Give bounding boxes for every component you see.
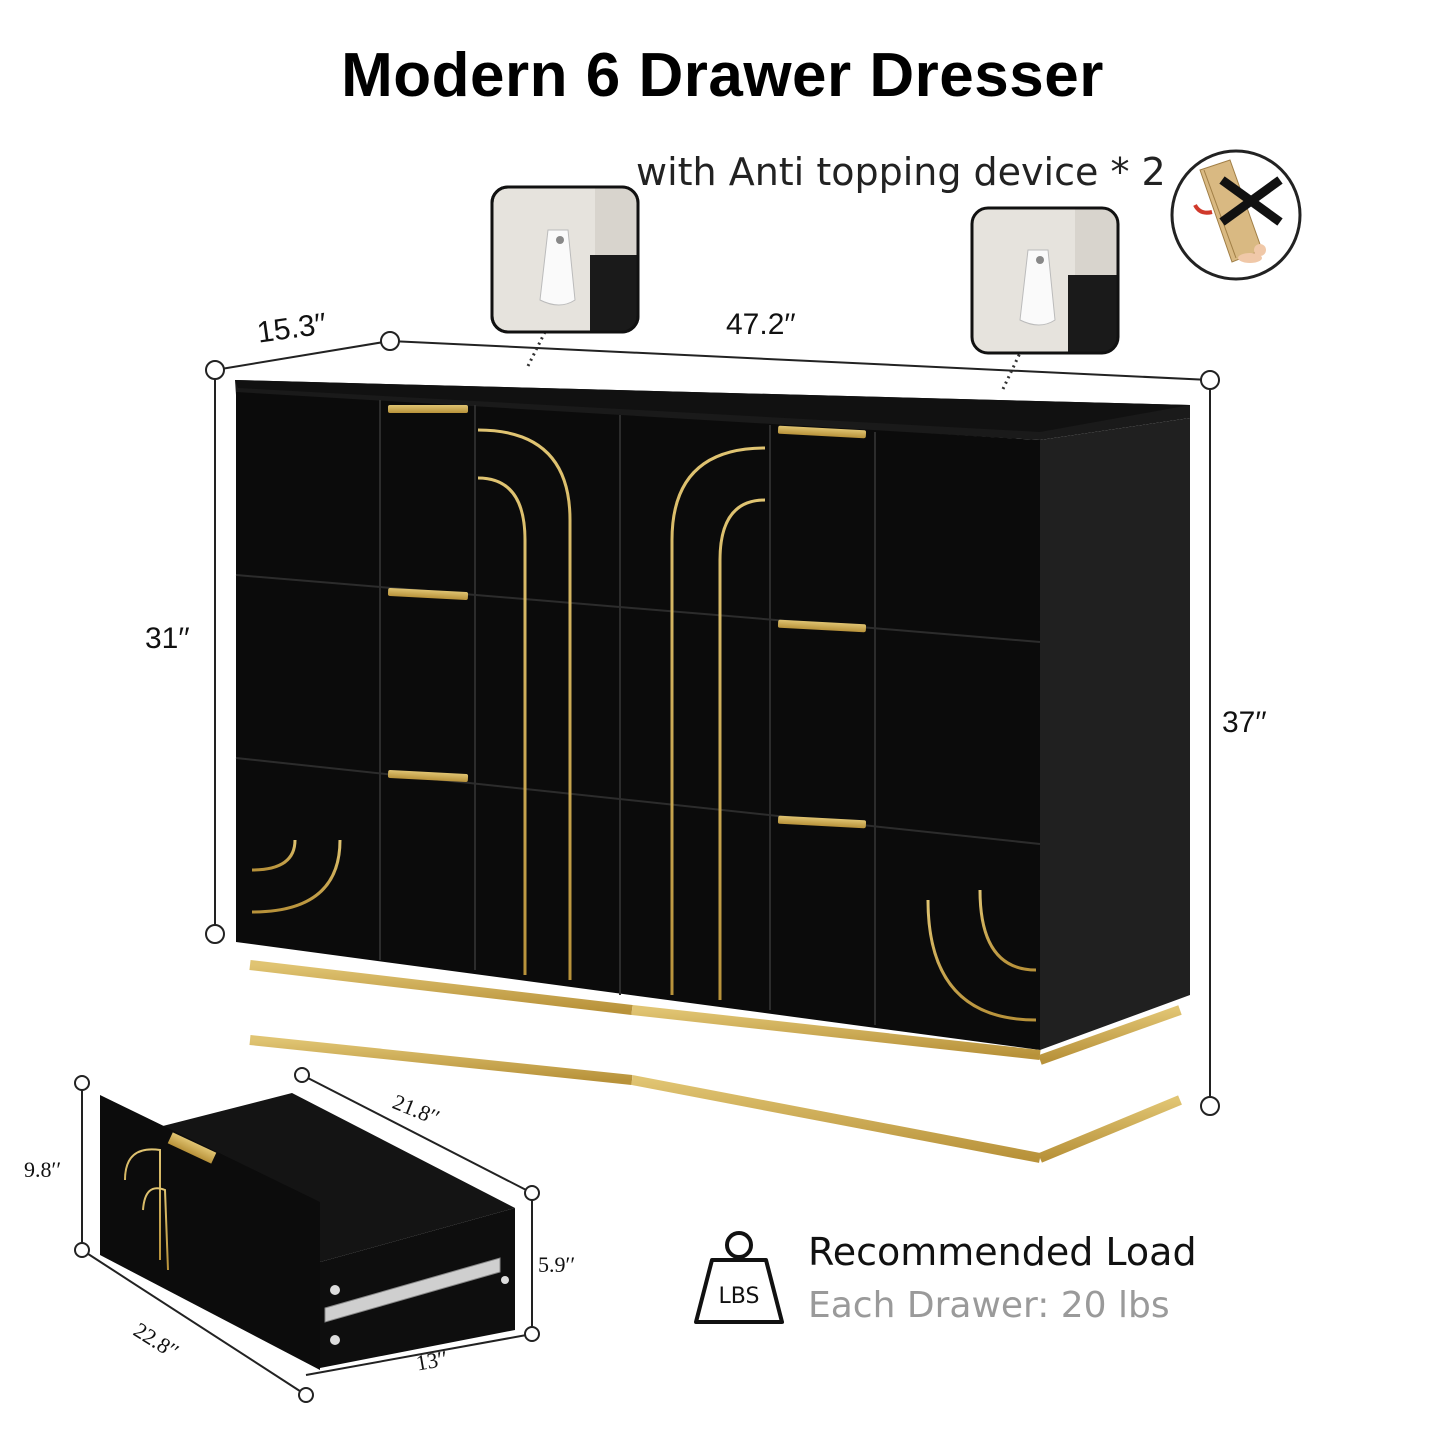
dimension-marker (1200, 370, 1220, 390)
drawer-handles (387, 405, 867, 829)
anti-tipping-caption: with Anti topping device * 2 (636, 150, 1166, 194)
handle (387, 588, 469, 600)
width-label: 47.2′′ (726, 308, 796, 341)
dimension-marker (524, 1326, 540, 1342)
handle (777, 619, 867, 633)
handle (777, 815, 867, 829)
drawer-depth-label: 13′′ (413, 1345, 450, 1376)
body-height-label: 31′′ (145, 622, 190, 655)
drawer-inner-height-label: 5.9′′ (538, 1252, 576, 1277)
handle (388, 405, 468, 413)
dimension-marker (380, 331, 400, 351)
dimension-marker (74, 1075, 90, 1091)
recommended-load-detail: Each Drawer: 20 lbs (808, 1285, 1170, 1326)
dimension-marker (205, 924, 225, 944)
dimension-lines (205, 331, 1220, 1116)
anti-tip-thumbnail (490, 185, 640, 334)
dimension-marker (298, 1387, 314, 1403)
product-title: Modern 6 Drawer Dresser (341, 41, 1104, 110)
drawer-detail (74, 1067, 540, 1403)
lbs-label: LBS (719, 1284, 760, 1309)
gold-base-frame (245, 950, 1185, 1163)
dimension-marker (1200, 1096, 1220, 1116)
dimension-marker (294, 1067, 310, 1083)
dimension-marker (74, 1242, 90, 1258)
no-tipping-icon (1170, 149, 1302, 281)
gold-inlay (251, 398, 1037, 1022)
anti-tip-thumbnail (970, 206, 1120, 355)
weight-icon (694, 1231, 784, 1324)
drawer-height-label: 9.8′′ (24, 1157, 62, 1182)
handle (777, 425, 867, 439)
dimension-marker (205, 360, 225, 380)
handle (387, 770, 469, 782)
total-height-label: 37′′ (1222, 706, 1267, 739)
recommended-load-title: Recommended Load (808, 1230, 1197, 1274)
dimension-marker (524, 1185, 540, 1201)
